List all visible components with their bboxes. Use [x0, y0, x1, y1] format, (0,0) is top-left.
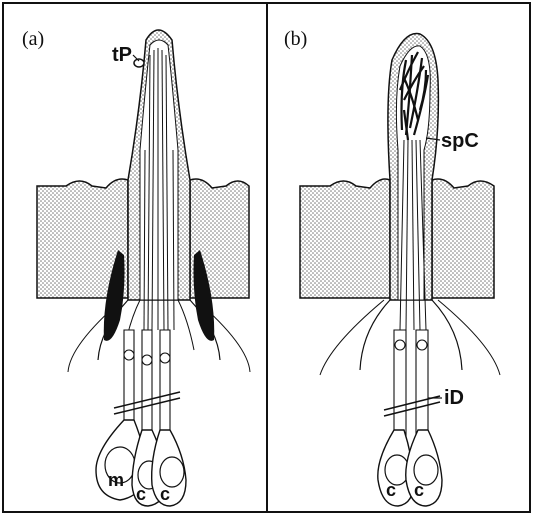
panel-b-label: (b) [284, 28, 307, 50]
panel-a: (a) [22, 28, 250, 506]
label-c1-a: c [136, 484, 146, 504]
break-marks-b [384, 396, 440, 416]
label-c2-a: c [160, 484, 170, 504]
label-spC: spC [441, 130, 479, 152]
socket-left-b [360, 300, 390, 370]
label-iD: iD [444, 387, 464, 409]
label-c2-b: c [414, 480, 424, 500]
label-c1-b: c [386, 480, 396, 500]
dendrite-stalks-b [394, 330, 428, 440]
socket-right-b [432, 300, 462, 370]
panel-b: (b) [284, 28, 500, 506]
membrane-left-b [320, 300, 384, 375]
panel-a-label: (a) [22, 28, 44, 50]
membrane-right-b [438, 300, 500, 375]
label-m: m [108, 470, 124, 490]
cuticle-right-b [432, 179, 494, 298]
label-tP: tP [112, 44, 132, 66]
nucleus-c2-a [160, 457, 184, 487]
cuticle-left-b [300, 179, 390, 298]
